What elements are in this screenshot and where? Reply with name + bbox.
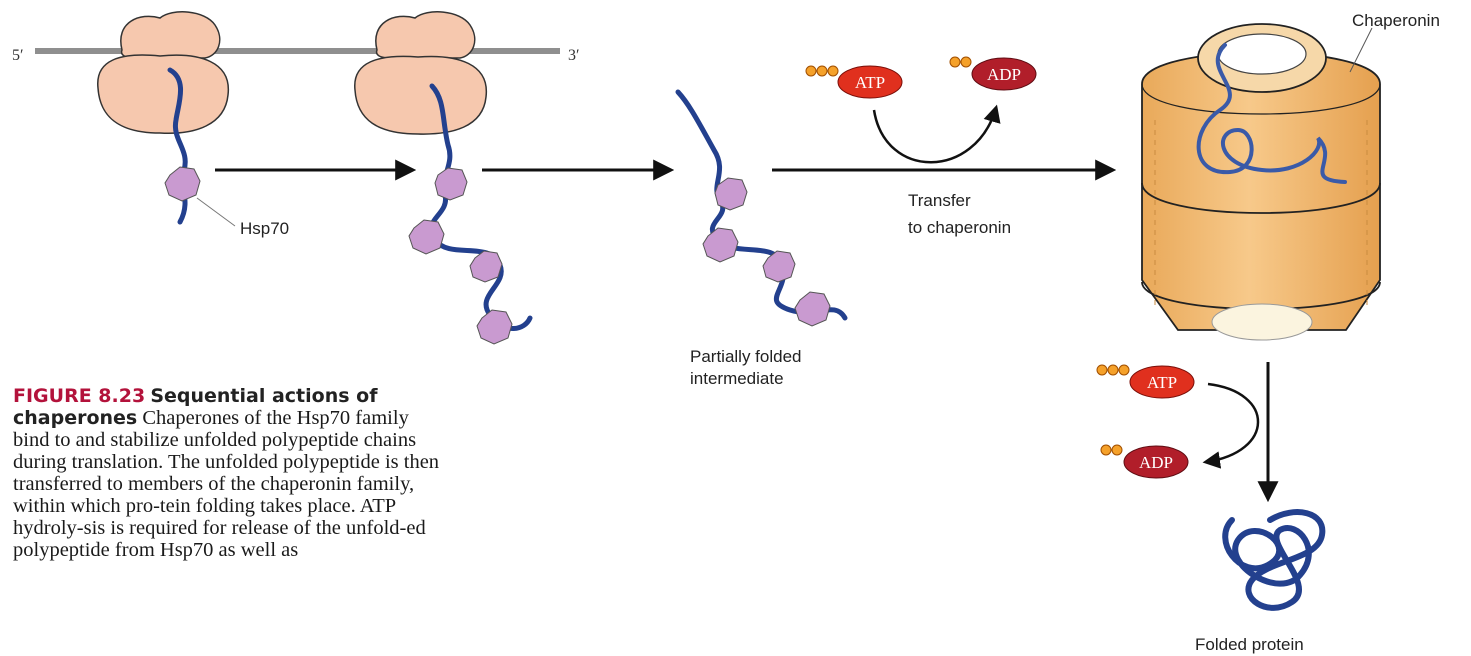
chaperonin-label: Chaperonin <box>1352 11 1440 30</box>
hsp70-leader-line <box>197 198 235 226</box>
hsp70-bound-4 <box>477 310 512 344</box>
atp-hydrolysis-arrow-top <box>874 108 996 162</box>
polypeptide-chain-3 <box>678 92 845 318</box>
partially-folded-label-line1: Partially folded <box>690 347 802 366</box>
figure-caption-body: Chaperones of the Hsp70 family bind to a… <box>13 407 439 561</box>
adp-label-top: ADP <box>987 65 1021 84</box>
partially-folded-label-line2: intermediate <box>690 369 784 388</box>
three-prime-label: 3′ <box>568 47 580 64</box>
five-prime-label: 5′ <box>12 47 24 64</box>
adp-molecule-top: ADP <box>950 57 1036 90</box>
adp-label-bottom: ADP <box>1139 453 1173 472</box>
hsp70-label: Hsp70 <box>240 219 289 238</box>
hsp70-bound-3 <box>470 251 502 282</box>
ribosome-1 <box>98 12 229 133</box>
hsp70-bound-1 <box>435 168 467 200</box>
hsp70-intermediate-3 <box>763 251 795 282</box>
hsp70-bound-2 <box>409 220 444 254</box>
atp-molecule-top: ATP <box>806 66 902 98</box>
transfer-label-line1: Transfer <box>908 191 971 210</box>
atp-label-bottom: ATP <box>1147 373 1177 392</box>
ribosome-2 <box>355 12 487 134</box>
transfer-label-line2: to chaperonin <box>908 218 1011 237</box>
folded-protein-label: Folded protein <box>1195 635 1304 654</box>
figure-caption: FIGURE 8.23 Sequential actions of chaper… <box>13 385 443 561</box>
hsp70-intermediate-2 <box>703 228 738 262</box>
atp-label-top: ATP <box>855 73 885 92</box>
folded-protein <box>1225 512 1322 608</box>
figure-number: FIGURE 8.23 <box>13 385 145 407</box>
hsp70-chaperone <box>165 167 200 201</box>
atp-molecule-bottom: ATP <box>1097 365 1194 398</box>
adp-molecule-bottom: ADP <box>1101 445 1188 478</box>
hsp70-intermediate-4 <box>795 292 830 326</box>
polypeptide-chain-2 <box>431 86 530 329</box>
atp-hydrolysis-arrow-bottom <box>1206 384 1258 462</box>
